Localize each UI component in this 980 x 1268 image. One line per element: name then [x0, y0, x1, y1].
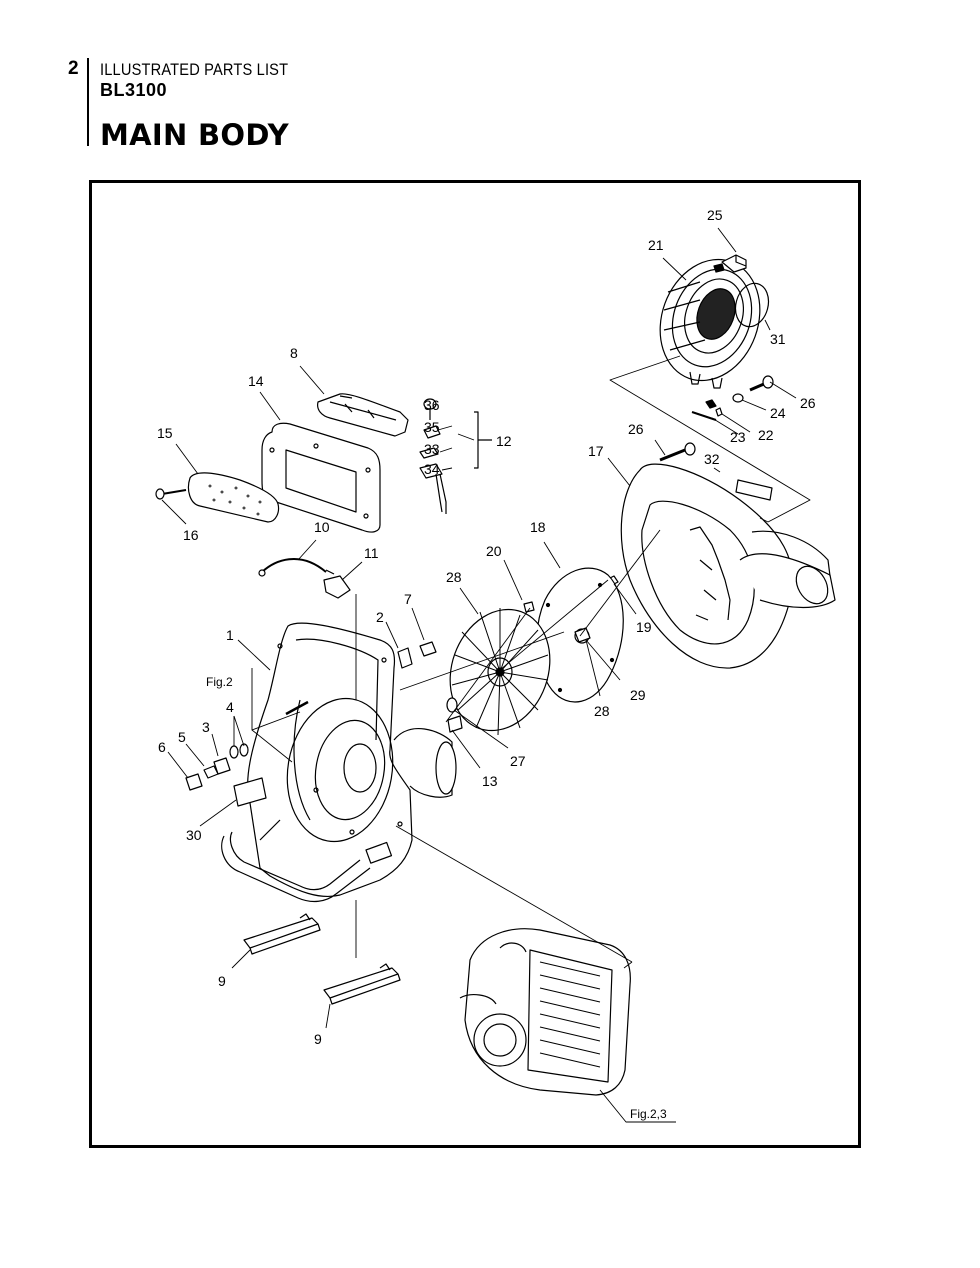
fig23-reference: Fig.2,3	[630, 1107, 667, 1121]
callout-11: 11	[364, 545, 379, 561]
callout-31: 31	[770, 331, 786, 347]
callout-8: 8	[290, 345, 298, 361]
section-title: MAIN BODY	[100, 118, 289, 152]
callout-24: 24	[770, 405, 786, 421]
callout-35: 35	[424, 419, 440, 435]
callout-18: 18	[530, 519, 546, 535]
callout-9-left: 9	[218, 973, 226, 989]
callout-labels: 25 21 31 26 24 22 23 26 32 17 18 20 28 1…	[157, 207, 816, 1121]
callout-27: 27	[510, 753, 526, 769]
callout-23: 23	[730, 429, 746, 445]
callout-13: 13	[482, 773, 498, 789]
header-divider	[87, 58, 89, 146]
callout-15: 15	[157, 425, 173, 441]
skid-parts	[243, 913, 401, 1005]
fig2-reference: Fig.2	[206, 675, 233, 689]
callout-33: 33	[424, 441, 440, 457]
callout-17: 17	[588, 443, 604, 459]
callout-28-bottom: 28	[594, 703, 610, 719]
callout-28-top: 28	[446, 569, 462, 585]
callout-1: 1	[226, 627, 234, 643]
fan-case-part	[605, 442, 836, 669]
model-number: BL3100	[100, 80, 168, 100]
callout-20: 20	[486, 543, 502, 559]
switch-assembly	[419, 398, 492, 514]
callout-30: 30	[186, 827, 202, 843]
callout-3: 3	[202, 719, 210, 735]
callout-5: 5	[178, 729, 186, 745]
starter-small-parts	[691, 375, 774, 421]
callout-4: 4	[226, 699, 234, 715]
engine-assembly	[459, 928, 631, 1096]
callout-6: 6	[158, 739, 166, 755]
callout-7: 7	[404, 591, 412, 607]
throttle-cable-parts	[258, 557, 351, 599]
callout-21: 21	[648, 237, 664, 253]
leader-lines	[161, 227, 811, 1123]
starter-cover-part	[659, 254, 770, 389]
callout-10: 10	[314, 519, 330, 535]
callout-19: 19	[636, 619, 652, 635]
callout-14: 14	[248, 373, 264, 389]
callout-22: 22	[758, 427, 774, 443]
callout-25: 25	[707, 207, 723, 223]
callout-29: 29	[630, 687, 646, 703]
callout-36: 36	[424, 397, 440, 413]
document-title: ILLUSTRATED PARTS LIST	[100, 60, 289, 79]
callout-34: 34	[424, 461, 440, 477]
page-number: 2	[68, 58, 79, 79]
diagram-frame	[89, 180, 861, 1148]
callout-26-top: 26	[800, 395, 816, 411]
handle-parts	[155, 393, 409, 533]
main-frame-part	[221, 622, 457, 903]
callout-16: 16	[183, 527, 199, 543]
callout-26-lower: 26	[628, 421, 644, 437]
callout-32: 32	[704, 451, 720, 467]
frame-hardware	[185, 641, 437, 807]
callout-2: 2	[376, 609, 384, 625]
callout-9-right: 9	[314, 1031, 322, 1047]
callout-12: 12	[496, 433, 512, 449]
